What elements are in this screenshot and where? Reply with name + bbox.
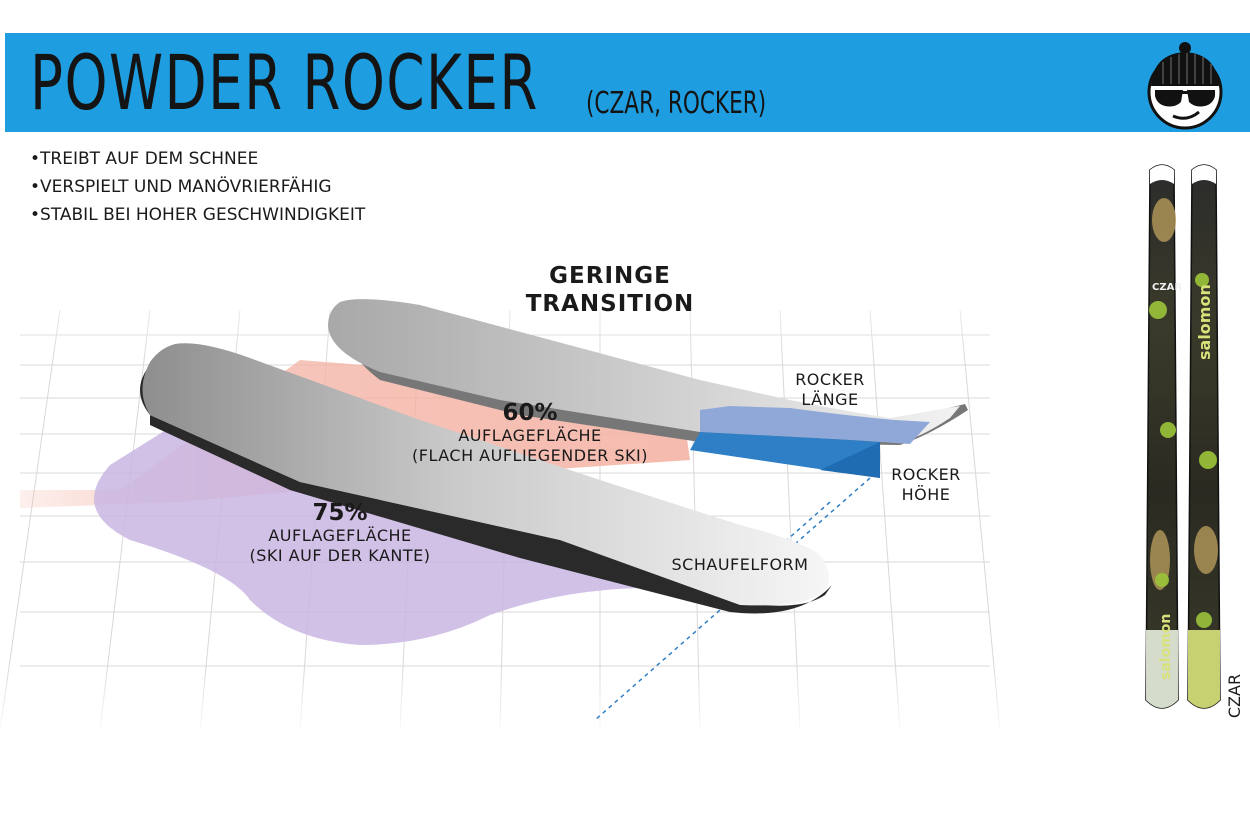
ski-brand-mark: salomon: [1195, 284, 1214, 360]
page-title: POWDER ROCKER: [30, 38, 539, 127]
edge-contact-label: 75% AUFLAGEFLÄCHE (SKI AUF DER KANTE): [249, 500, 431, 565]
ski-name-label: CZAR: [1225, 673, 1244, 719]
rocker-height-guide: [594, 477, 871, 721]
feature-item: VERSPIELT UND MANÖVRIERFÄHIG: [30, 173, 365, 201]
front-ski: [140, 343, 832, 614]
ski-model-mark: CZAR: [1152, 282, 1182, 293]
flat-contact-label: 60% AUFLAGEFLÄCHE (FLACH AUFLIEGENDER SK…: [412, 400, 648, 465]
page-subtitle: (CZAR, ROCKER): [586, 86, 767, 121]
rocker-zone-top: [700, 406, 930, 444]
beanie-sunglasses-face-icon: [1147, 42, 1223, 130]
rocker-height-label: ROCKER HÖHE: [891, 465, 961, 504]
feature-item: STABIL BEI HOHER GESCHWINDIGKEIT: [30, 201, 365, 229]
ski-brand-mark: salomon: [1158, 614, 1174, 680]
rocker-length-label: ROCKER LÄNGE: [795, 370, 865, 409]
back-ski: [328, 299, 968, 478]
header-band: [5, 33, 1250, 132]
shovel-label: SCHAUFELFORM: [671, 555, 809, 574]
rocker-diagram: [0, 240, 1000, 740]
transition-heading: GERINGE TRANSITION: [525, 263, 695, 317]
feature-list: TREIBT AUF DEM SCHNEE VERSPIELT UND MANÖ…: [30, 145, 365, 229]
feature-item: TREIBT AUF DEM SCHNEE: [30, 145, 365, 173]
czar-ski-image: CZAR salomon salomon: [1145, 164, 1221, 709]
